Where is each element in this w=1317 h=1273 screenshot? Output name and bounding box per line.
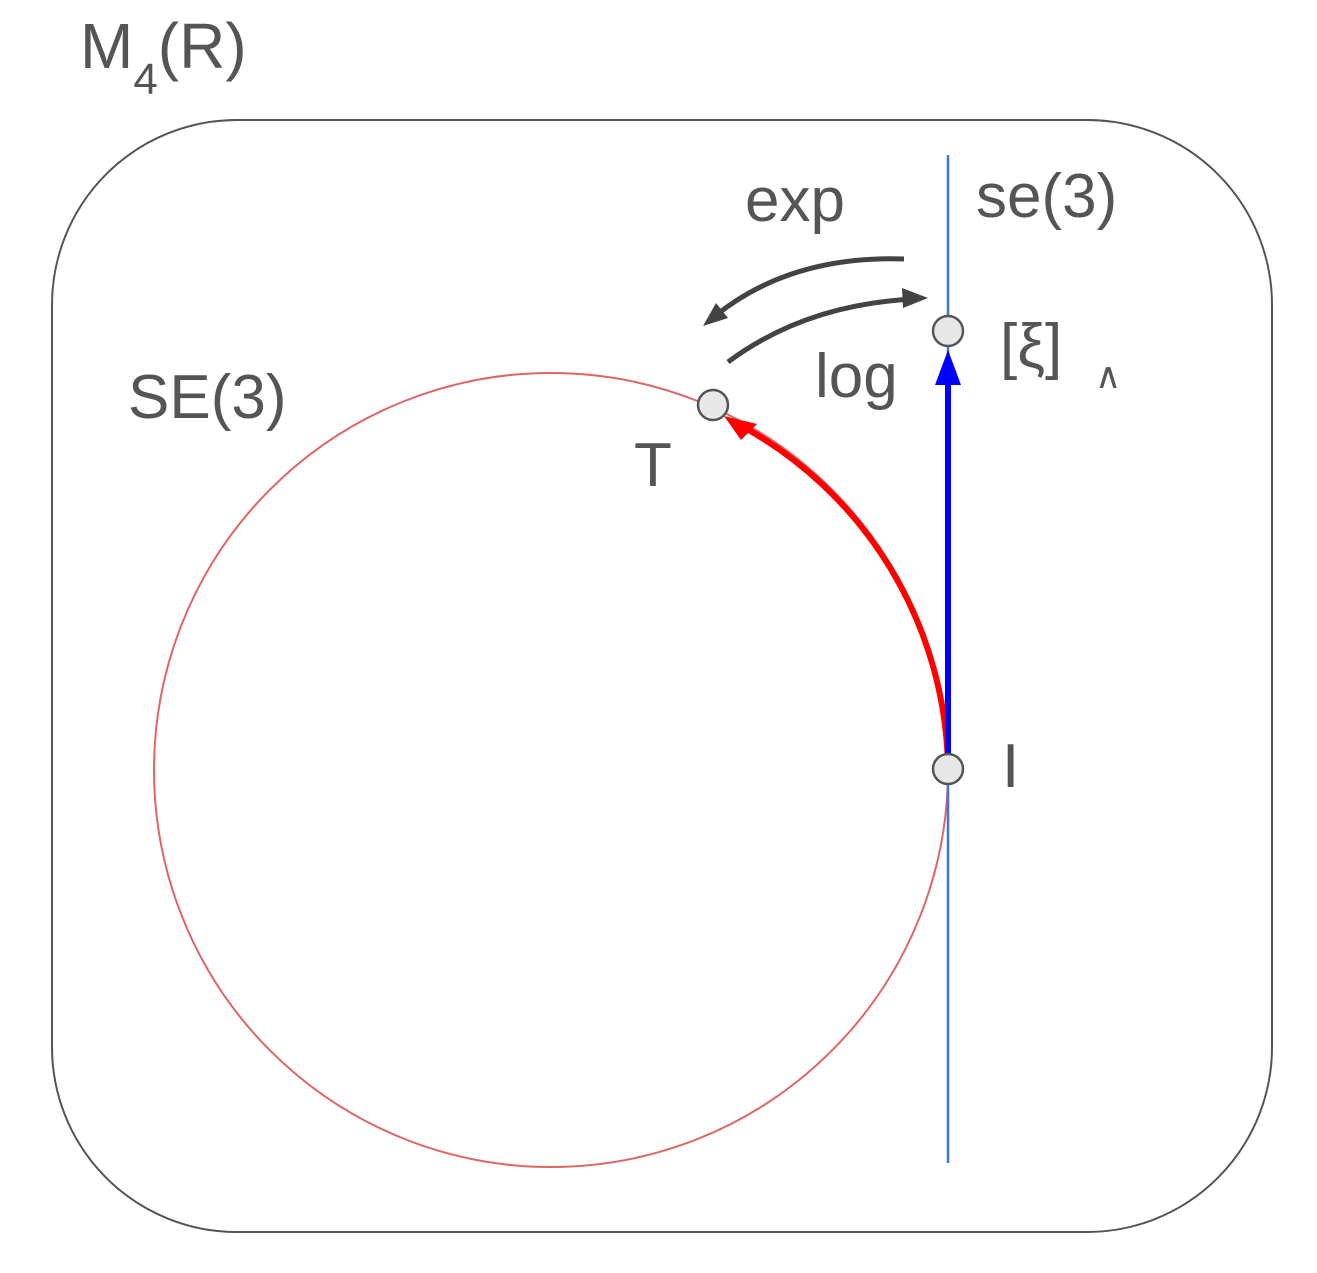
exp-arrow-head [703,303,728,326]
point-t-label: T [634,431,672,500]
log-arrow-head [902,288,928,308]
hat-operator-label: ∧ [1095,355,1121,396]
ambient-space-label-main: M [80,10,133,82]
point-identity [931,752,965,786]
log-label: log [815,342,898,411]
ambient-space-frame [51,119,1273,1233]
exp-arrow [706,256,905,324]
tangent-vector-arrow-head [935,350,961,385]
log-arrow [726,296,916,365]
point-t [696,388,730,422]
point-identity-label: I [1002,732,1019,801]
ambient-space-label: M4(R) [80,10,247,104]
ambient-space-label-tail: (R) [158,10,247,82]
exp-label: exp [745,166,845,235]
point-xi [931,314,965,348]
algebra-label: se(3) [976,162,1117,231]
ambient-space-label-sub: 4 [133,55,157,104]
xi-label: [ξ] [1000,312,1062,381]
geodesic-arrow [736,421,951,771]
geodesic-arrow-head [724,416,757,440]
group-label: SE(3) [128,363,286,432]
